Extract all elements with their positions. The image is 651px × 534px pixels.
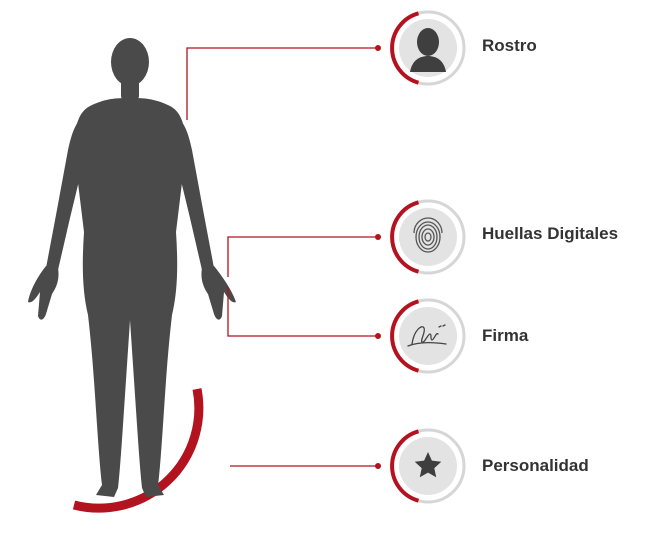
firma-badge <box>392 300 464 372</box>
rostro-badge <box>392 12 464 84</box>
label-rostro: Rostro <box>482 36 537 56</box>
label-huellas-digitales: Huellas Digitales <box>482 224 618 244</box>
personalidad-badge <box>392 430 464 502</box>
connector-dots <box>375 45 381 469</box>
connector-firma <box>228 287 376 336</box>
connector-huellas <box>228 237 376 277</box>
connectors <box>187 48 376 466</box>
huellas-badge <box>392 201 464 273</box>
human-silhouette <box>28 38 236 497</box>
label-personalidad: Personalidad <box>482 456 589 476</box>
label-firma: Firma <box>482 326 528 346</box>
connector-rostro <box>187 48 376 120</box>
